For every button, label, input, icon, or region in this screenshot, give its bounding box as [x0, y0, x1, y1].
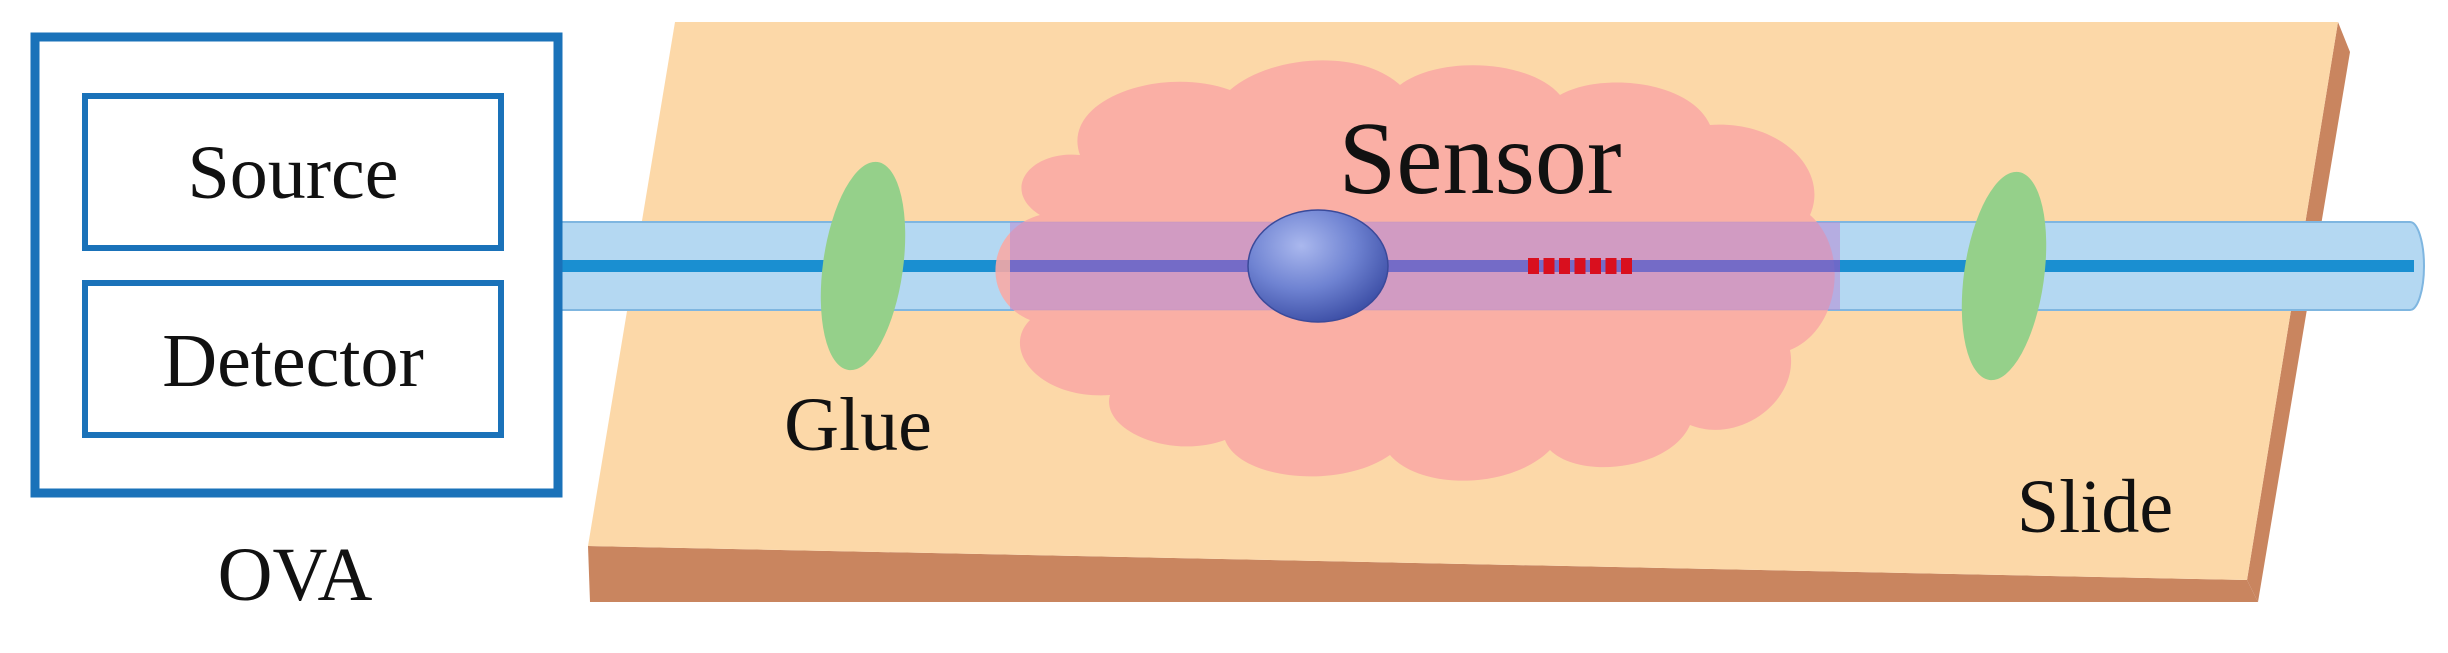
microsphere — [1247, 209, 1389, 323]
grating-segment — [1559, 258, 1570, 274]
glue-drop-right — [1961, 171, 2047, 381]
ova-box — [30, 32, 563, 498]
sensor-label: Sensor — [1338, 101, 1621, 216]
slide-label: Slide — [2017, 465, 2173, 549]
grating-segment — [1605, 258, 1617, 274]
source-box — [82, 93, 504, 251]
grating-segment — [1543, 258, 1555, 274]
detector-label: Detector — [162, 319, 424, 403]
grating-segment — [1621, 258, 1632, 274]
grating-segment — [1528, 258, 1539, 274]
source-label: Source — [187, 131, 398, 215]
detector-box — [82, 280, 504, 438]
grating-segment — [1590, 258, 1601, 274]
fiber-grating — [1528, 258, 1632, 274]
glue-label: Glue — [784, 383, 932, 467]
slide-side-face — [2247, 22, 2350, 602]
grating-segment — [1574, 258, 1586, 274]
glue-drop-left — [820, 161, 906, 371]
ova-label: OVA — [218, 533, 373, 617]
fiber-core-in-sensor — [1010, 260, 1840, 272]
slide-front-face — [588, 546, 2258, 602]
